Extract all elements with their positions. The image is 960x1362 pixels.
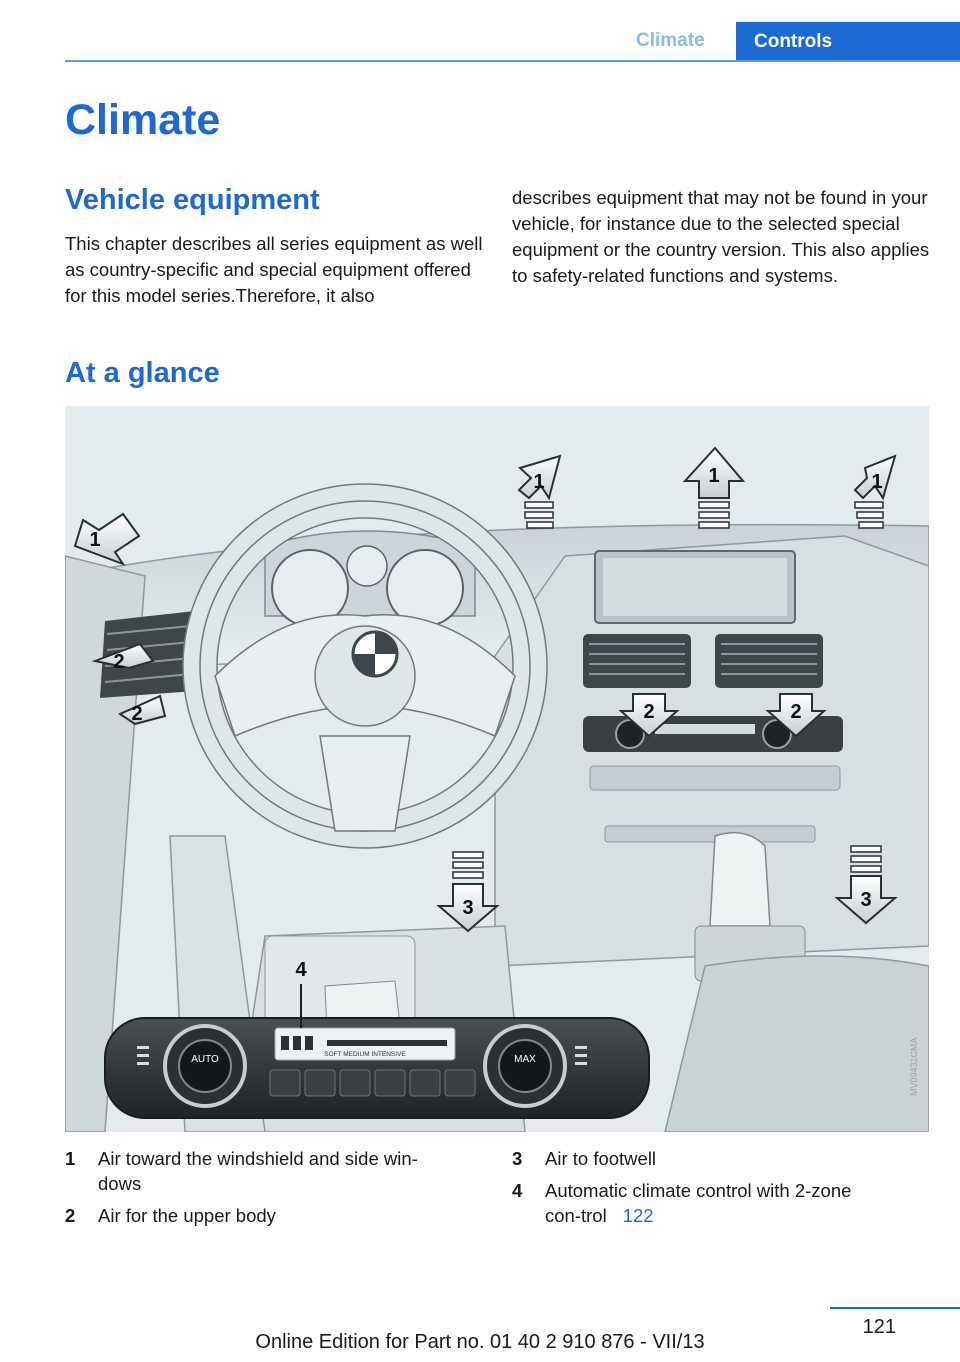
legend-number: 1: [65, 1146, 98, 1196]
legend-item: 2 Air for the upper body: [65, 1203, 445, 1228]
legend-text-body: Automatic climate control with 2-zone co…: [545, 1180, 851, 1226]
callout-2-vent-bottom: 2: [131, 703, 142, 725]
legend-number: 3: [512, 1146, 545, 1171]
climate-control-panel: AUTO MAX SOFT MEDIUM INTENSIVE: [105, 1018, 649, 1118]
header-tab-controls[interactable]: Controls: [736, 22, 960, 62]
legend-text: Automatic climate control with 2-zone co…: [545, 1178, 892, 1228]
callout-1-center: 1: [708, 465, 719, 487]
cockpit-illustration: AUTO MAX SOFT MEDIUM INTENSIVE: [65, 406, 929, 1132]
legend-text: Air to footwell: [545, 1146, 892, 1171]
legend-number: 4: [512, 1178, 545, 1228]
header-tab-climate[interactable]: Climate: [636, 30, 705, 52]
callout-1-right: 1: [871, 471, 882, 493]
legend-item: 4 Automatic climate control with 2-zone …: [512, 1178, 892, 1228]
section-heading-at-a-glance: At a glance: [65, 357, 220, 390]
legend-number: 2: [65, 1203, 98, 1228]
legend-item: 3 Air to footwell: [512, 1146, 892, 1171]
legend-right: 3 Air to footwell 4 Automatic climate co…: [512, 1146, 892, 1235]
callout-3-right: 3: [860, 889, 871, 911]
legend-text: Air toward the windshield and side win-d…: [98, 1146, 445, 1196]
section-heading-vehicle-equipment: Vehicle equipment: [65, 184, 320, 217]
footer-rule: [830, 1307, 960, 1309]
page-reference-link[interactable]: 122: [623, 1205, 654, 1226]
footer-edition: Online Edition for Part no. 01 40 2 910 …: [0, 1331, 960, 1354]
callout-3-left: 3: [462, 897, 473, 919]
callout-4: 4: [295, 959, 307, 981]
auto-button-label: AUTO: [191, 1054, 219, 1065]
callout-2-vent-top: 2: [113, 651, 124, 673]
page-title: Climate: [65, 96, 220, 145]
max-button-label: MAX: [514, 1054, 536, 1065]
callout-2-center-left: 2: [643, 701, 654, 723]
legend-text: Air for the upper body: [98, 1203, 445, 1228]
intro-text-left: This chapter describes all series equipm…: [65, 231, 485, 309]
callout-1-side: 1: [89, 529, 100, 551]
callout-1-left: 1: [533, 471, 544, 493]
callout-2-center-right: 2: [790, 701, 801, 723]
header-rule: [65, 60, 960, 62]
legend-item: 1 Air toward the windshield and side win…: [65, 1146, 445, 1196]
legend-left: 1 Air toward the windshield and side win…: [65, 1146, 445, 1235]
figure-watermark: MV09431CMA: [909, 1037, 919, 1096]
intro-text-right: describes equipment that may not be foun…: [512, 185, 932, 289]
display-mode-text: SOFT MEDIUM INTENSIVE: [324, 1051, 406, 1058]
